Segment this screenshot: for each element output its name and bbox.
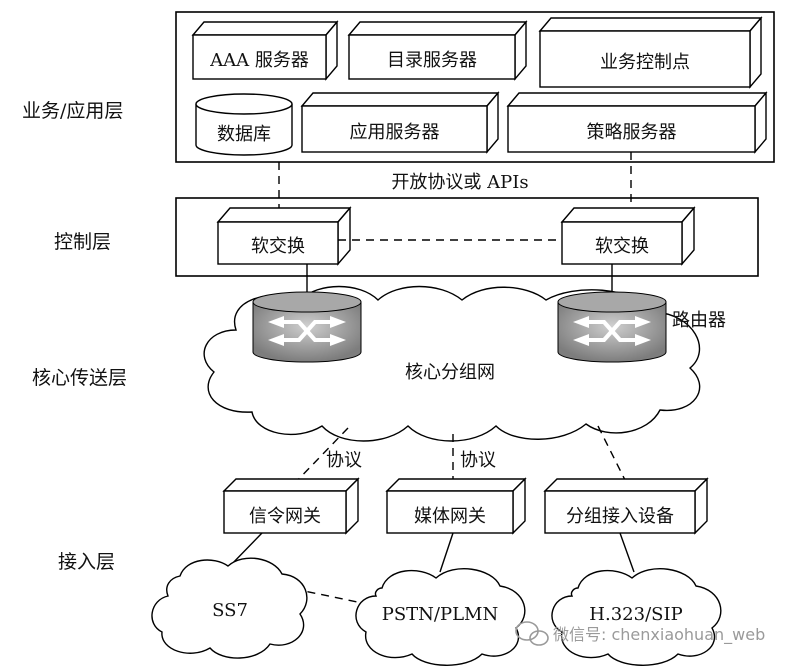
interface-label: 开放协议或 APIs xyxy=(391,172,529,193)
packet-access-box xyxy=(543,477,709,535)
policy-server-label: 策略服务器 xyxy=(586,122,677,143)
control-layer-label: 控制层 xyxy=(54,231,112,253)
ss7-label: SS7 xyxy=(212,600,248,621)
link-media-pstn xyxy=(439,532,454,573)
link-packet-h323 xyxy=(619,532,635,573)
pstn-label: PSTN/PLMN xyxy=(381,604,499,625)
h323-label: H.323/SIP xyxy=(589,604,683,625)
directory-server-label: 目录服务器 xyxy=(387,50,477,71)
service-layer-label: 业务/应用层 xyxy=(22,100,124,122)
softswitch-left-label: 软交换 xyxy=(251,236,305,257)
database-cylinder xyxy=(195,93,293,156)
router-left xyxy=(252,291,362,363)
dashed-link-core-packet xyxy=(597,425,629,487)
app-server-label: 应用服务器 xyxy=(349,122,440,143)
directory-server-box xyxy=(347,20,528,81)
softswitch-left-box xyxy=(216,206,352,266)
router-label: 路由器 xyxy=(672,310,726,331)
softswitch-right-box xyxy=(560,206,696,266)
service-layer-frame xyxy=(175,11,775,163)
media-gateway-box xyxy=(385,477,527,535)
control-layer-frame xyxy=(175,197,759,277)
transport-layer-label: 核心传送层 xyxy=(32,367,128,389)
ss7-cloud xyxy=(151,557,308,659)
policy-server-box xyxy=(506,91,768,154)
signaling-gateway-box xyxy=(222,477,360,535)
aaa-server-label: AAA 服务器 xyxy=(210,50,309,71)
router-right xyxy=(557,291,667,363)
control-point-box xyxy=(538,16,763,89)
app-server-box xyxy=(300,91,500,154)
media-gateway-label: 媒体网关 xyxy=(414,506,486,527)
h323-cloud xyxy=(551,568,722,666)
control-point-label: 业务控制点 xyxy=(600,52,690,73)
database-label: 数据库 xyxy=(217,124,271,145)
softswitch-right-label: 软交换 xyxy=(595,236,649,257)
core-network-label: 核心分组网 xyxy=(405,362,495,383)
protocol-label-middle: 协议 xyxy=(460,450,496,471)
packet-access-label: 分组接入设备 xyxy=(566,506,674,527)
access-layer-label: 接入层 xyxy=(58,551,116,573)
aaa-server-box xyxy=(191,20,339,81)
watermark-text: 微信号: chenxiaohuan_web xyxy=(553,625,766,644)
wechat-logo xyxy=(515,621,549,646)
pstn-cloud xyxy=(355,568,526,666)
protocol-label-left: 协议 xyxy=(326,450,362,471)
signaling-gateway-label: 信令网关 xyxy=(249,506,321,527)
